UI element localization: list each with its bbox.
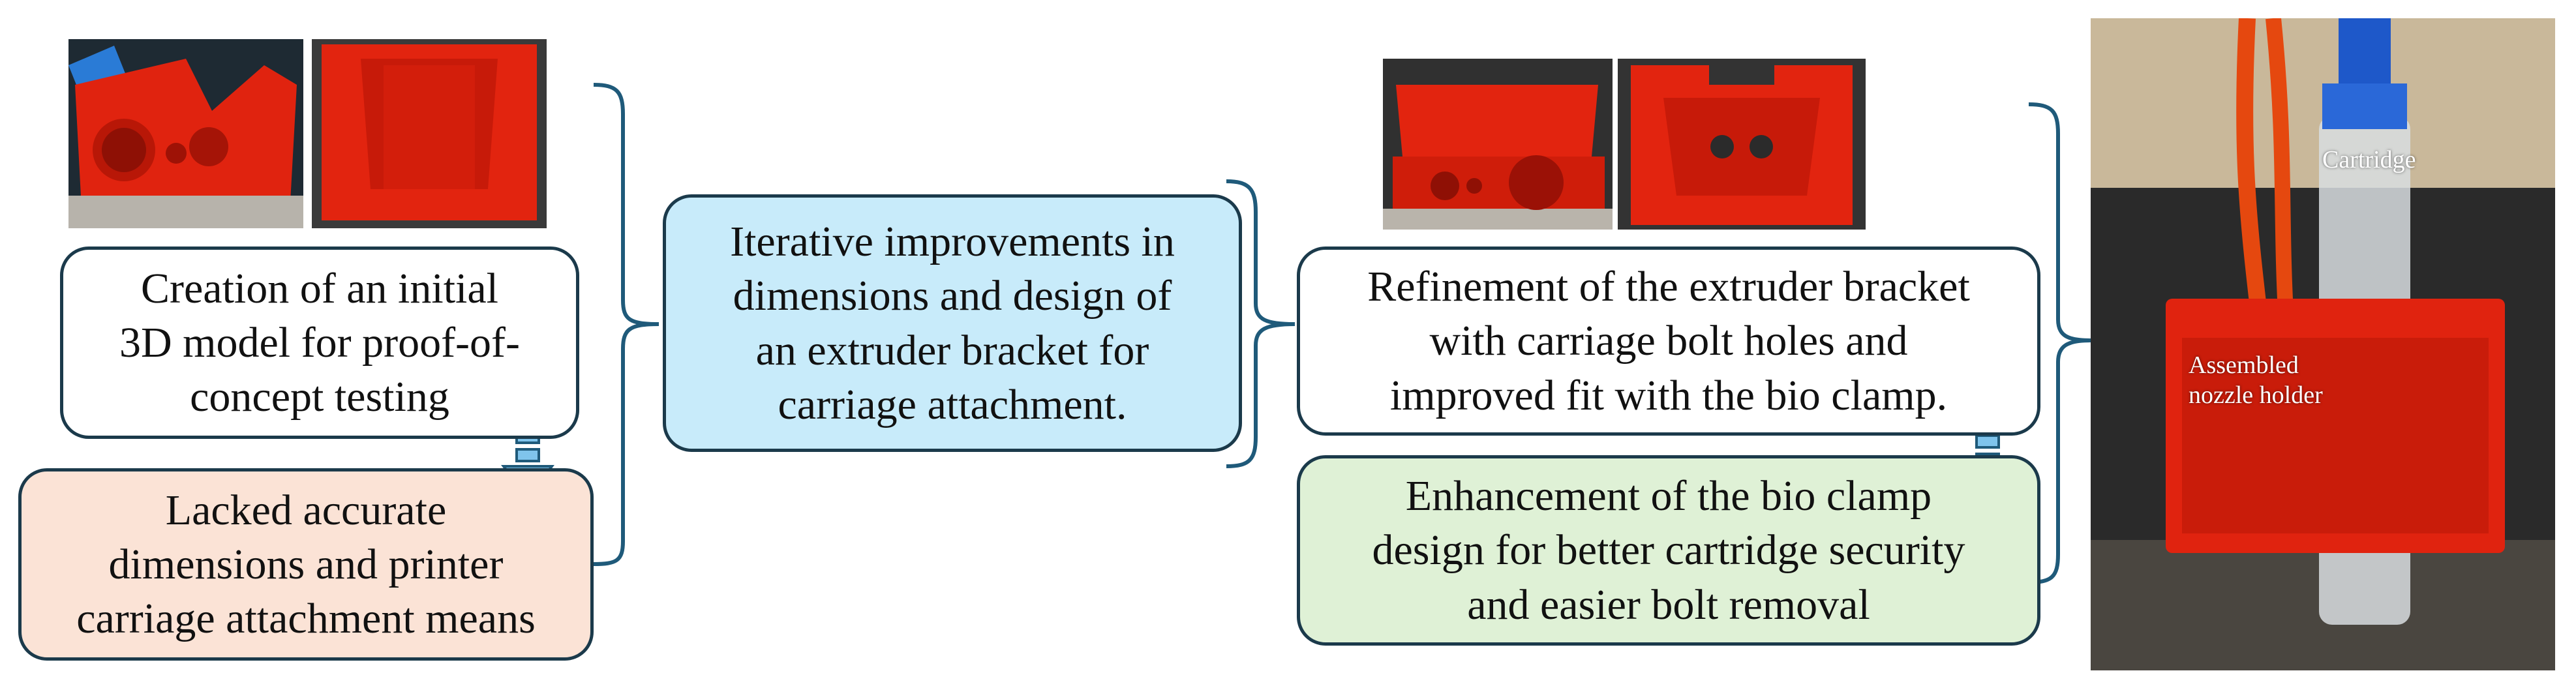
initial-model-photo-front xyxy=(312,39,547,228)
cartridge-label: Cartridge xyxy=(2322,146,2416,173)
initial-model-photo-side xyxy=(68,39,303,228)
lacked-dimensions-box: Lacked accurate dimensions and printer c… xyxy=(18,468,594,661)
refined-bracket-photo-front xyxy=(1618,59,1866,230)
enhancement-box: Enhancement of the bio clamp design for … xyxy=(1297,455,2040,646)
brace-right-group xyxy=(2028,102,2091,584)
brace-left-group xyxy=(593,83,659,566)
brace-middle xyxy=(1226,179,1296,468)
iterative-improvements-box: Iterative improvements in dimensions and… xyxy=(663,194,1242,452)
refinement-box: Refinement of the extruder bracket with … xyxy=(1297,247,2040,436)
initial-model-box: Creation of an initial 3D model for proo… xyxy=(60,247,579,439)
assembled-nozzle-holder-label: Assembled nozzle holder xyxy=(2189,351,2323,409)
refined-bracket-photo-side xyxy=(1383,59,1613,230)
assembled-nozzle-holder-photo: Cartridge Assembled nozzle holder xyxy=(2091,18,2555,670)
